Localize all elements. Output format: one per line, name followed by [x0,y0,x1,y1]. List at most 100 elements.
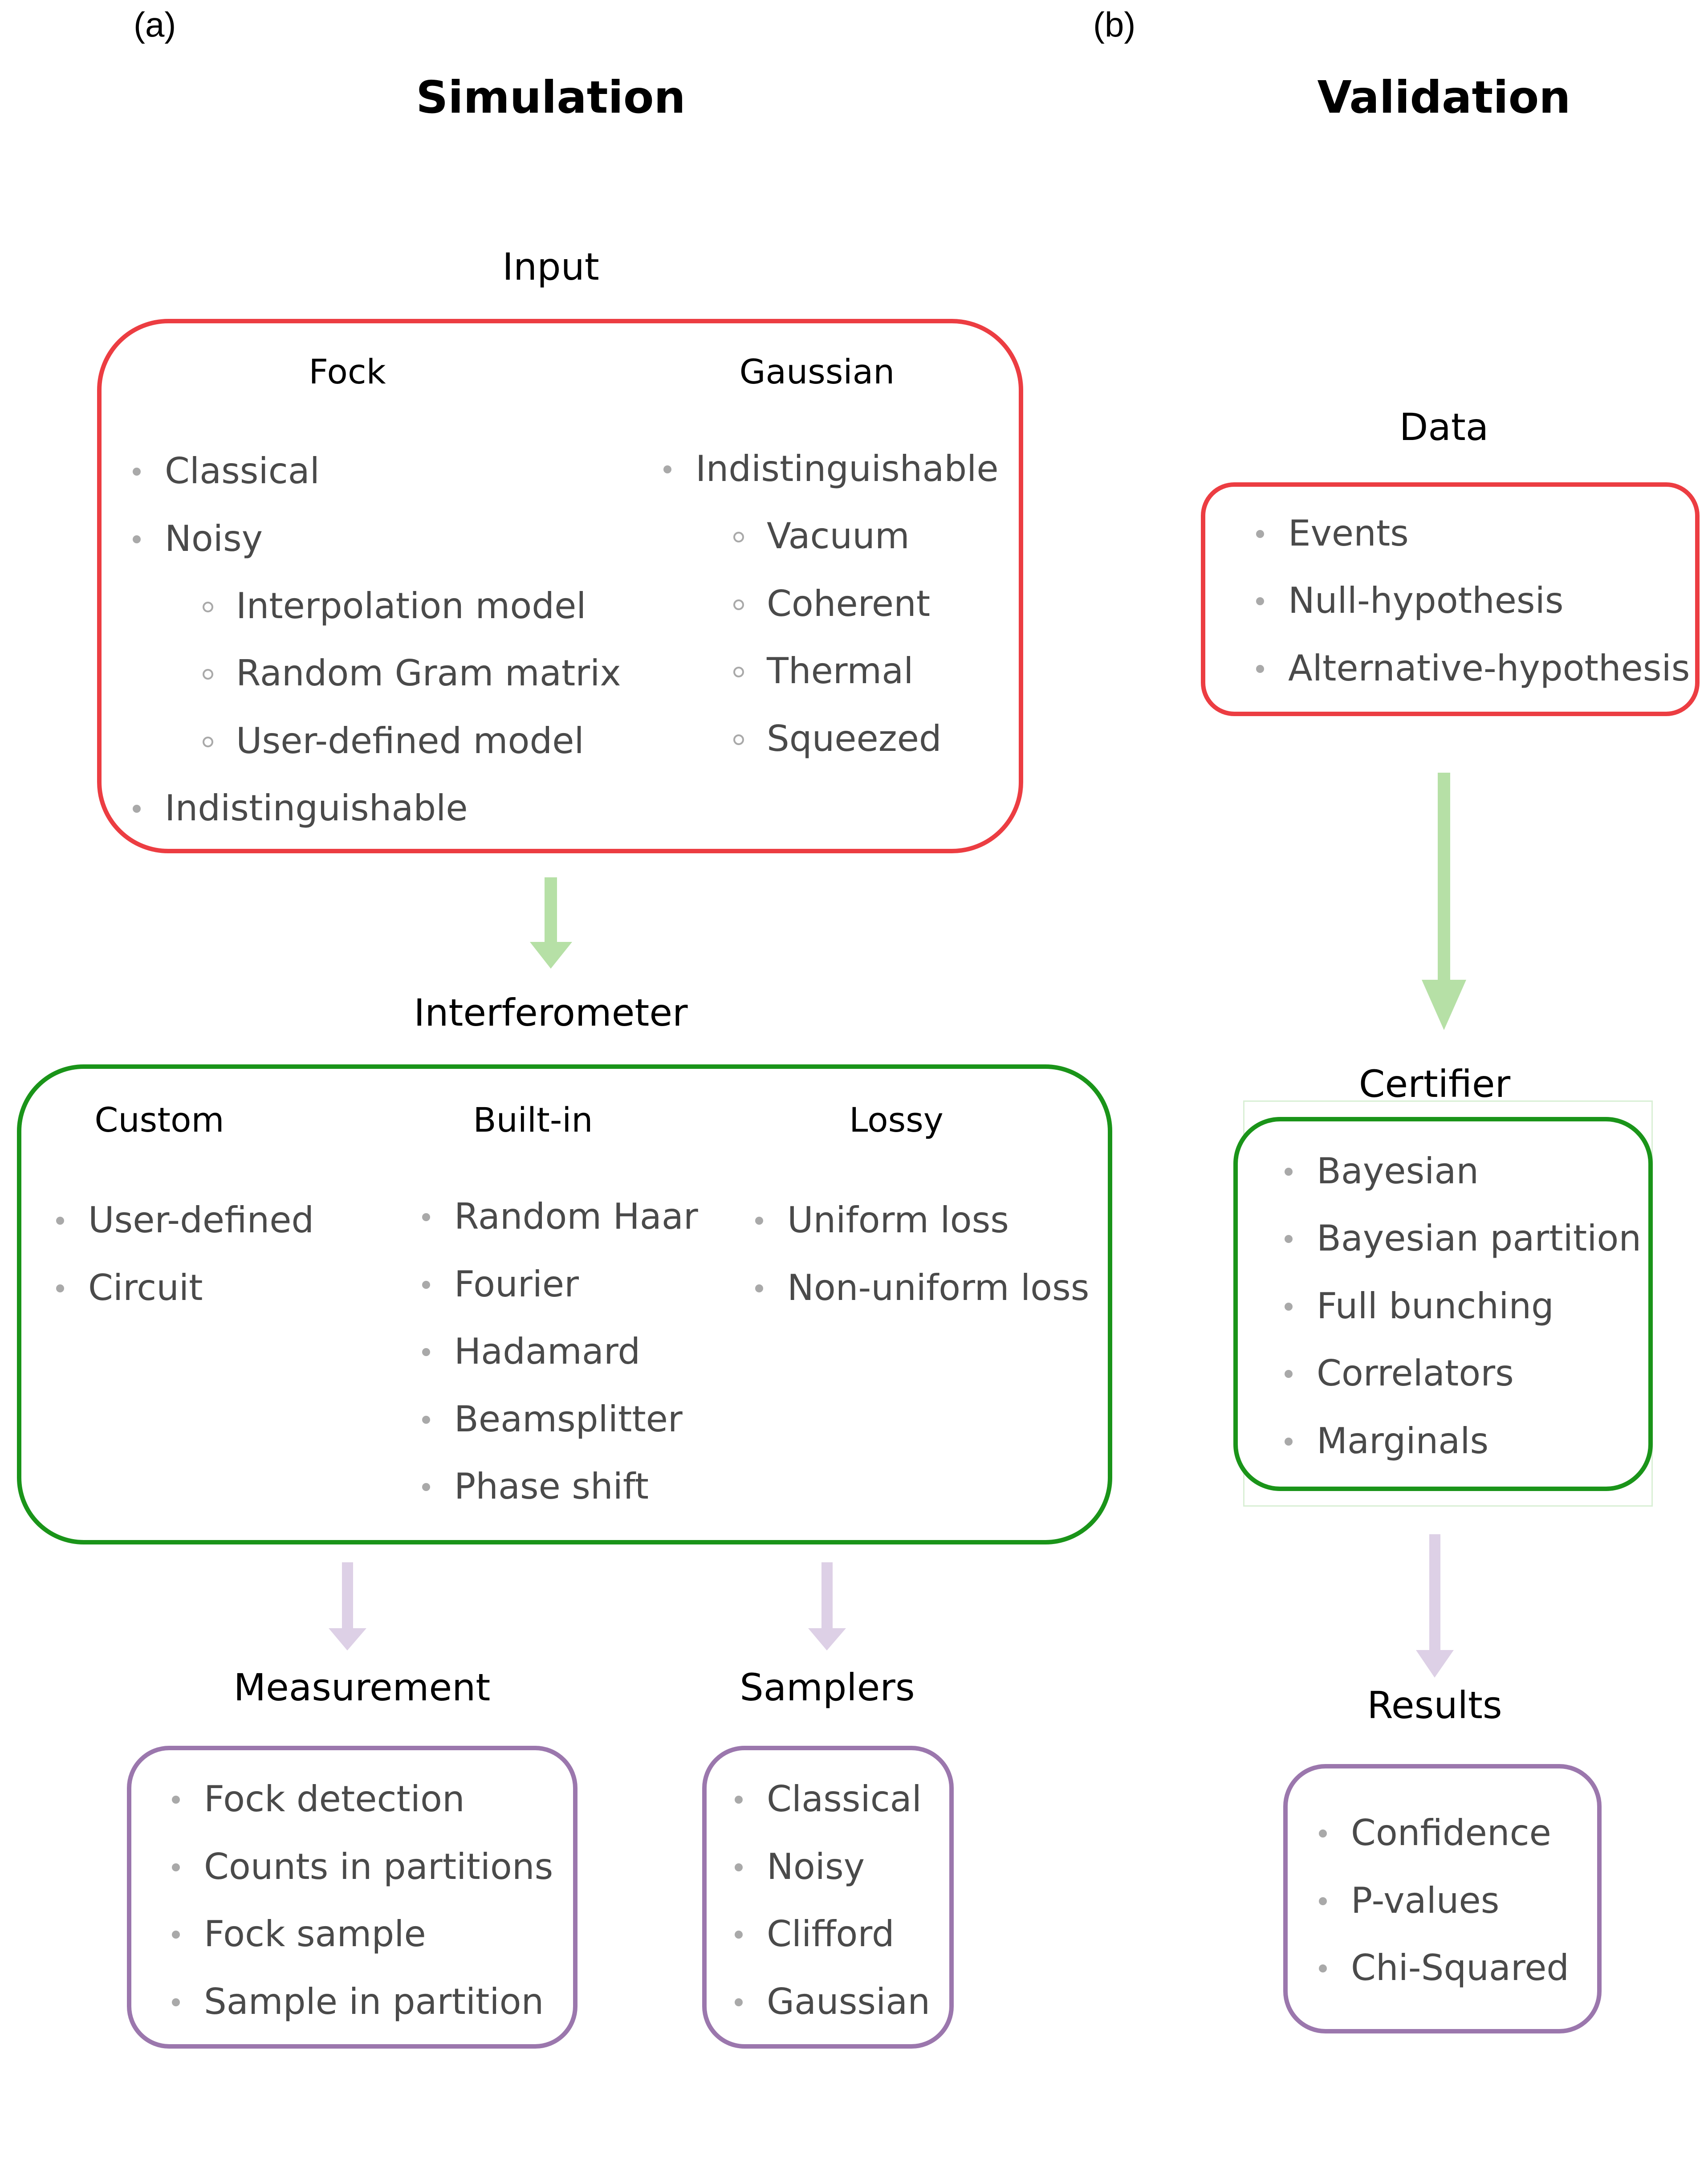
list-item: Circuit [56,1270,203,1306]
fock-title: Fock [309,352,386,391]
results-title: Results [1367,1683,1502,1727]
input-title: Input [502,245,599,289]
bullet-icon [56,1284,64,1292]
bullet-icon [735,1931,743,1939]
list-item: Noisy [133,521,263,557]
list-item: Phase shift [422,1469,649,1504]
bullet-icon [172,1796,180,1804]
panel-label-b: (b) [1093,5,1136,44]
bullet-icon [1285,1168,1293,1176]
list-item: Random Gram matrix [203,656,621,691]
list-item: Chi-Squared [1319,1950,1569,1986]
interferometer-title: Interferometer [414,991,688,1035]
list-item: Counts in partitions [172,1849,553,1885]
arrow-down-icon [530,877,572,969]
sub-bullet-icon [733,532,744,542]
sub-bullet-icon [733,734,744,745]
arrow-down-icon [329,1562,366,1650]
bullet-icon [133,535,141,543]
list-item: Non-uniform loss [755,1270,1089,1306]
list-item: P-values [1319,1883,1499,1919]
list-item: Full bunching [1285,1288,1554,1324]
sub-bullet-icon [203,737,213,747]
certifier-title: Certifier [1358,1062,1511,1106]
validation-title: Validation [1317,71,1571,123]
list-item: User-defined model [203,723,584,759]
simulation-title: Simulation [416,71,686,123]
list-item: Marginals [1285,1423,1488,1459]
list-item: Null-hypothesis [1256,583,1564,619]
bullet-icon [422,1213,430,1221]
list-item: Bayesian [1285,1153,1479,1189]
list-item: Vacuum [733,518,910,554]
list-item: Fock sample [172,1916,426,1952]
list-item: Thermal [733,653,913,689]
bullet-icon [663,465,671,473]
list-item: Clifford [735,1916,895,1952]
list-item: Hadamard [422,1334,640,1369]
list-item: Noisy [735,1849,865,1885]
sub-bullet-icon [203,602,213,612]
bullet-icon [422,1281,430,1289]
bullet-icon [1319,1830,1327,1838]
bullet-icon [1285,1438,1293,1446]
list-item: Bayesian partition [1285,1221,1641,1256]
list-item: Classical [735,1781,922,1817]
list-item: Indistinguishable [133,790,468,826]
list-item: Sample in partition [172,1984,544,2020]
samplers-title: Samplers [740,1666,915,1709]
list-item: Alternative-hypothesis [1256,651,1690,686]
sub-bullet-icon [203,669,213,680]
list-item: Random Haar [422,1199,698,1235]
results-box [1283,1764,1602,2033]
list-item: Coherent [733,586,930,622]
data-title: Data [1399,405,1489,449]
bullet-icon [133,468,141,476]
list-item: Events [1256,516,1409,551]
bullet-icon [1285,1303,1293,1311]
bullet-icon [172,1931,180,1939]
measurement-title: Measurement [233,1666,491,1709]
bullet-icon [1256,597,1264,605]
data-box [1201,482,1700,716]
bullet-icon [422,1416,430,1424]
arrow-down-icon [808,1562,846,1650]
sub-bullet-icon [733,667,744,677]
bullet-icon [172,1863,180,1871]
interferometer-box [17,1064,1112,1544]
list-item: Gaussian [735,1984,930,2020]
bullet-icon [1319,1964,1327,1972]
samplers-box [702,1746,954,2049]
list-item: Correlators [1285,1356,1514,1391]
list-item: Classical [133,453,320,489]
gaussian-title: Gaussian [739,352,895,391]
list-item: Beamsplitter [422,1402,683,1437]
list-item: Fourier [422,1267,579,1302]
bullet-icon [56,1217,64,1225]
lossy-title: Lossy [849,1100,943,1140]
measurement-box [127,1746,577,2049]
list-item: Squeezed [733,721,942,757]
bullet-icon [422,1348,430,1356]
bullet-icon [735,1796,743,1804]
list-item: Interpolation model [203,588,586,624]
certifier-box [1233,1117,1653,1491]
list-item: User-defined [56,1202,314,1238]
bullet-icon [755,1217,763,1225]
custom-title: Custom [94,1100,224,1140]
list-item: Uniform loss [755,1202,1009,1238]
list-item: Fock detection [172,1781,465,1817]
sub-bullet-icon [733,599,744,610]
panel-label-a: (a) [134,5,176,44]
bullet-icon [1285,1370,1293,1378]
bullet-icon [422,1483,430,1491]
bullet-icon [1319,1897,1327,1905]
input-box [97,319,1023,853]
arrow-down-icon [1416,1534,1454,1678]
bullet-icon [735,1863,743,1871]
list-item: Indistinguishable [663,451,999,487]
bullet-icon [1256,530,1264,538]
bullet-icon [172,1998,180,2006]
list-item: Confidence [1319,1815,1551,1851]
builtin-title: Built-in [473,1100,593,1140]
